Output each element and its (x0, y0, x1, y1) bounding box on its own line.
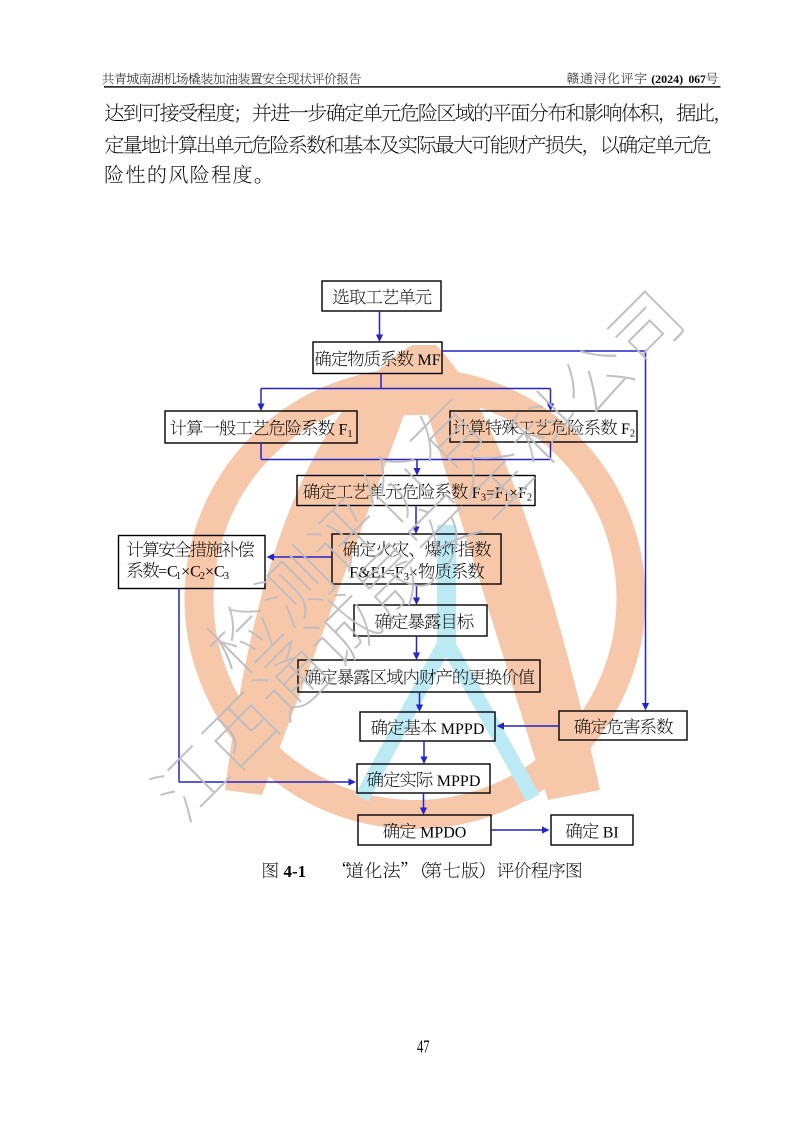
svg-text:1: 1 (347, 429, 352, 440)
svg-text:2: 2 (630, 429, 635, 440)
svg-text:4-1: 4-1 (284, 862, 307, 881)
svg-text:067: 067 (689, 74, 707, 86)
svg-text:3: 3 (224, 571, 229, 582)
svg-text:MPPD: MPPD (437, 773, 481, 790)
svg-text:F: F (472, 485, 481, 502)
svg-text:47: 47 (417, 1037, 430, 1057)
svg-text:×: × (409, 565, 418, 582)
svg-text:=C: =C (158, 564, 178, 581)
svg-text:F&EI=F: F&EI=F (349, 565, 403, 582)
svg-text:F: F (621, 421, 630, 438)
svg-text:×C: ×C (205, 564, 225, 581)
svg-text:MPDO: MPDO (420, 824, 466, 841)
svg-text:BI: BI (603, 824, 619, 841)
svg-text:MPPD: MPPD (441, 721, 485, 738)
svg-text:3: 3 (481, 493, 486, 504)
svg-text:2: 2 (200, 571, 205, 582)
svg-text:3: 3 (404, 572, 409, 583)
svg-text:1: 1 (504, 493, 509, 504)
svg-text:(2024): (2024) (651, 72, 683, 86)
svg-text:1: 1 (176, 571, 181, 582)
svg-text:F: F (339, 421, 348, 438)
svg-text:2: 2 (527, 493, 532, 504)
svg-text:×C: ×C (181, 564, 201, 581)
svg-text:MF: MF (418, 352, 441, 369)
